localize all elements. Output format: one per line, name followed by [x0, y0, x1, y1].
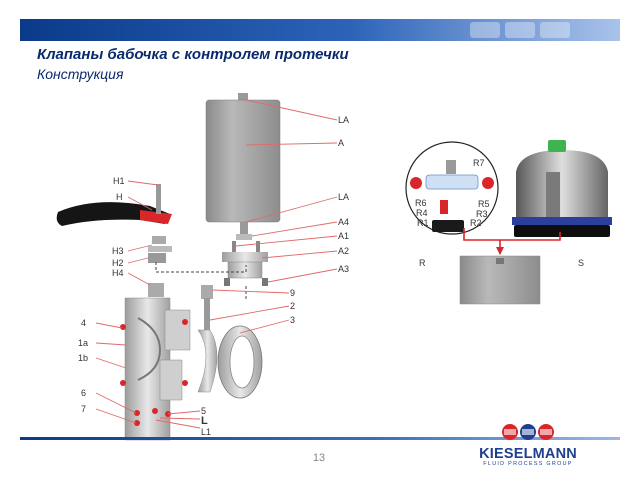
label-A: A [338, 138, 344, 148]
label-LA-top: LA [338, 115, 349, 125]
label-L1: L1 [201, 427, 211, 437]
label-S: S [578, 258, 584, 268]
seal-ring [217, 325, 263, 399]
label-A4: A4 [338, 217, 349, 227]
label-R5: R5 [478, 199, 490, 209]
label-R2: R2 [470, 218, 482, 228]
label-H2: H2 [112, 258, 124, 268]
header-band [20, 19, 620, 41]
actuator-housing [459, 255, 541, 305]
footer-divider [20, 437, 620, 440]
control-head [512, 140, 612, 237]
feedback-detail [405, 141, 499, 235]
label-1a: 1a [78, 338, 88, 348]
brand-name: KIESELMANN [479, 446, 577, 462]
label-3: 3 [290, 315, 295, 325]
kieselmann-logo [502, 424, 554, 440]
label-A2: A2 [338, 246, 349, 256]
connection-arrows [463, 228, 561, 255]
label-R6: R6 [415, 198, 427, 208]
label-5: 5 [201, 406, 206, 416]
label-1b: 1b [78, 353, 88, 363]
label-R7: R7 [473, 158, 485, 168]
label-H1: H1 [113, 176, 125, 186]
label-4: 4 [81, 318, 86, 328]
leader-lines [95, 99, 338, 429]
page-number: 13 [312, 452, 326, 464]
page-title: Клапаны бабочка с контролем протечки [37, 46, 349, 63]
label-R4: R4 [416, 208, 428, 218]
valve-body [120, 283, 191, 441]
label-H: H [116, 192, 123, 202]
manual-handle [56, 184, 172, 263]
label-LA-mid: LA [338, 192, 349, 202]
label-H3: H3 [112, 246, 124, 256]
label-H4: H4 [112, 268, 124, 278]
label-A3: A3 [338, 264, 349, 274]
label-L: L [201, 415, 208, 427]
label-A1: A1 [338, 231, 349, 241]
valve-disc [197, 285, 218, 393]
label-R: R [419, 258, 426, 268]
label-R1: R1 [417, 218, 429, 228]
page-subtitle: Конструкция [37, 66, 124, 82]
label-6: 6 [81, 388, 86, 398]
label-7: 7 [81, 404, 86, 414]
brand-tagline: FLUID PROCESS GROUP [483, 461, 573, 467]
assembly-guide-line [155, 262, 247, 273]
label-2: 2 [290, 301, 295, 311]
label-9: 9 [290, 288, 295, 298]
actuator [205, 93, 281, 286]
label-R3: R3 [476, 209, 488, 219]
